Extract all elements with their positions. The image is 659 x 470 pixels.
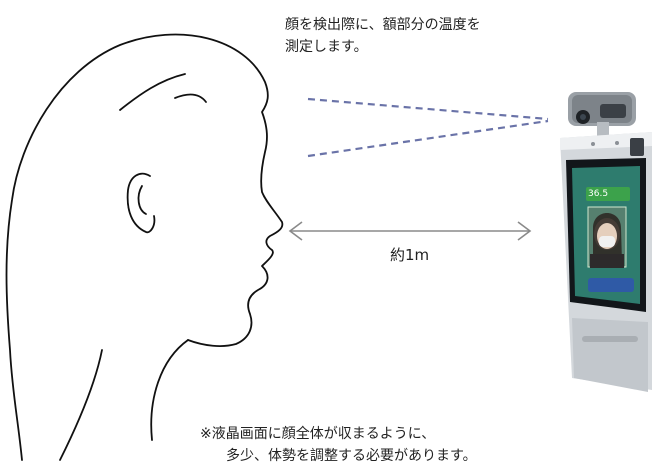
sensor-caption-line1: 顔を検出際に、額部分の温度を	[285, 17, 481, 33]
distance-arrow-icon	[288, 221, 532, 241]
sensor-beam-icon	[307, 97, 549, 158]
adjust-note-line1: ※液晶画面に顔全体が収まるように、	[200, 426, 436, 442]
head-profile-icon	[5, 33, 284, 461]
adjust-note: ※液晶画面に顔全体が収まるように、 多少、体勢を調整する必要があります。	[200, 423, 580, 467]
sensor-caption: 顔を検出際に、額部分の温度を 測定します。	[285, 14, 565, 58]
kiosk-device-icon	[560, 92, 652, 392]
distance-label: 約1m	[390, 246, 430, 264]
sensor-caption-line2: 測定します。	[285, 39, 368, 55]
adjust-note-line2: 多少、体勢を調整する必要があります。	[226, 448, 477, 464]
lcd-temperature: 36.5	[588, 189, 609, 199]
